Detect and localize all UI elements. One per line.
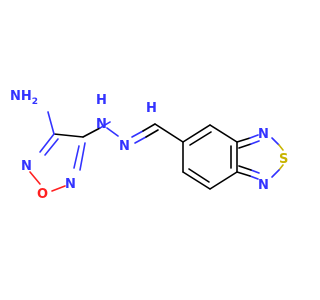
bond-c7a-c7 [209,171,238,190]
thiadiazole-ring-bonds [236,134,284,180]
bond-nbottom-c7a-double [250,169,260,174]
bond-c3-nh-b [99,121,111,129]
furazan-ring-bonds [29,133,86,192]
bond-c4-nh2 [47,111,55,135]
bond-c4a-c3a [209,124,238,143]
molecule-structure: NH2 H N N H N O N N S N [10,89,288,202]
bond-c3a-ntop [236,137,251,143]
bond-c3-nh [82,127,101,138]
benzene-ring-bonds [182,124,238,190]
bond-nbottom-c7a-double-b [238,165,252,171]
atom-label-furazan-n-right: N [65,177,76,192]
bond-c4-n-left-double [44,138,59,156]
bond-c4-c3 [53,133,84,138]
atom-label-thiadiazole-n-top: N [258,127,269,142]
bond-n-ch-b [142,123,156,132]
bond-c4-n-left [39,133,55,153]
bond-nh-n [106,127,119,137]
bond-c3a-ntop-b [249,134,259,139]
bond-nbottom-c7a [249,175,259,180]
atom-label-furazan-o: O [37,187,48,202]
bond-nbottom-c7a-b [236,171,251,177]
atom-label-thiadiazole-n-bottom: N [258,178,269,193]
bond-c5-c4a [182,124,211,143]
bond-o-n-right [51,185,66,192]
bond-c5-c4a-double [189,131,212,146]
bond-ntop-s-b [278,144,284,151]
atom-label-methine-hydrogen: H [146,101,157,116]
bond-ntop-s [271,137,280,146]
bond-n-right-c3-double [73,145,80,169]
bond-n-ch-double-b [145,129,159,138]
atom-label-thiadiazole-s: S [279,152,288,167]
bond-c3a-ntop-double-b [250,140,260,145]
bond-n-left-o [29,171,41,185]
bond-ch-c5 [154,123,184,143]
atom-label-nh2: NH2 [10,89,38,107]
bond-c3a-ntop-double [238,143,252,149]
bond-c7-c6-double [188,168,210,183]
bond-c7-c6 [182,171,211,190]
bond-n-right-c3 [79,142,86,171]
bond-n-ch-double [134,136,147,144]
atom-label-imine-nitrogen: N [119,139,130,154]
bond-s-nbottom [278,164,284,171]
atom-label-nh-hydrogen: H [96,93,107,108]
bond-s-nbottom-b [271,169,280,178]
bond-n-ch [131,130,144,138]
atom-label-nh-nitrogen: N [96,117,107,132]
atom-label-furazan-n-left: N [21,159,32,174]
